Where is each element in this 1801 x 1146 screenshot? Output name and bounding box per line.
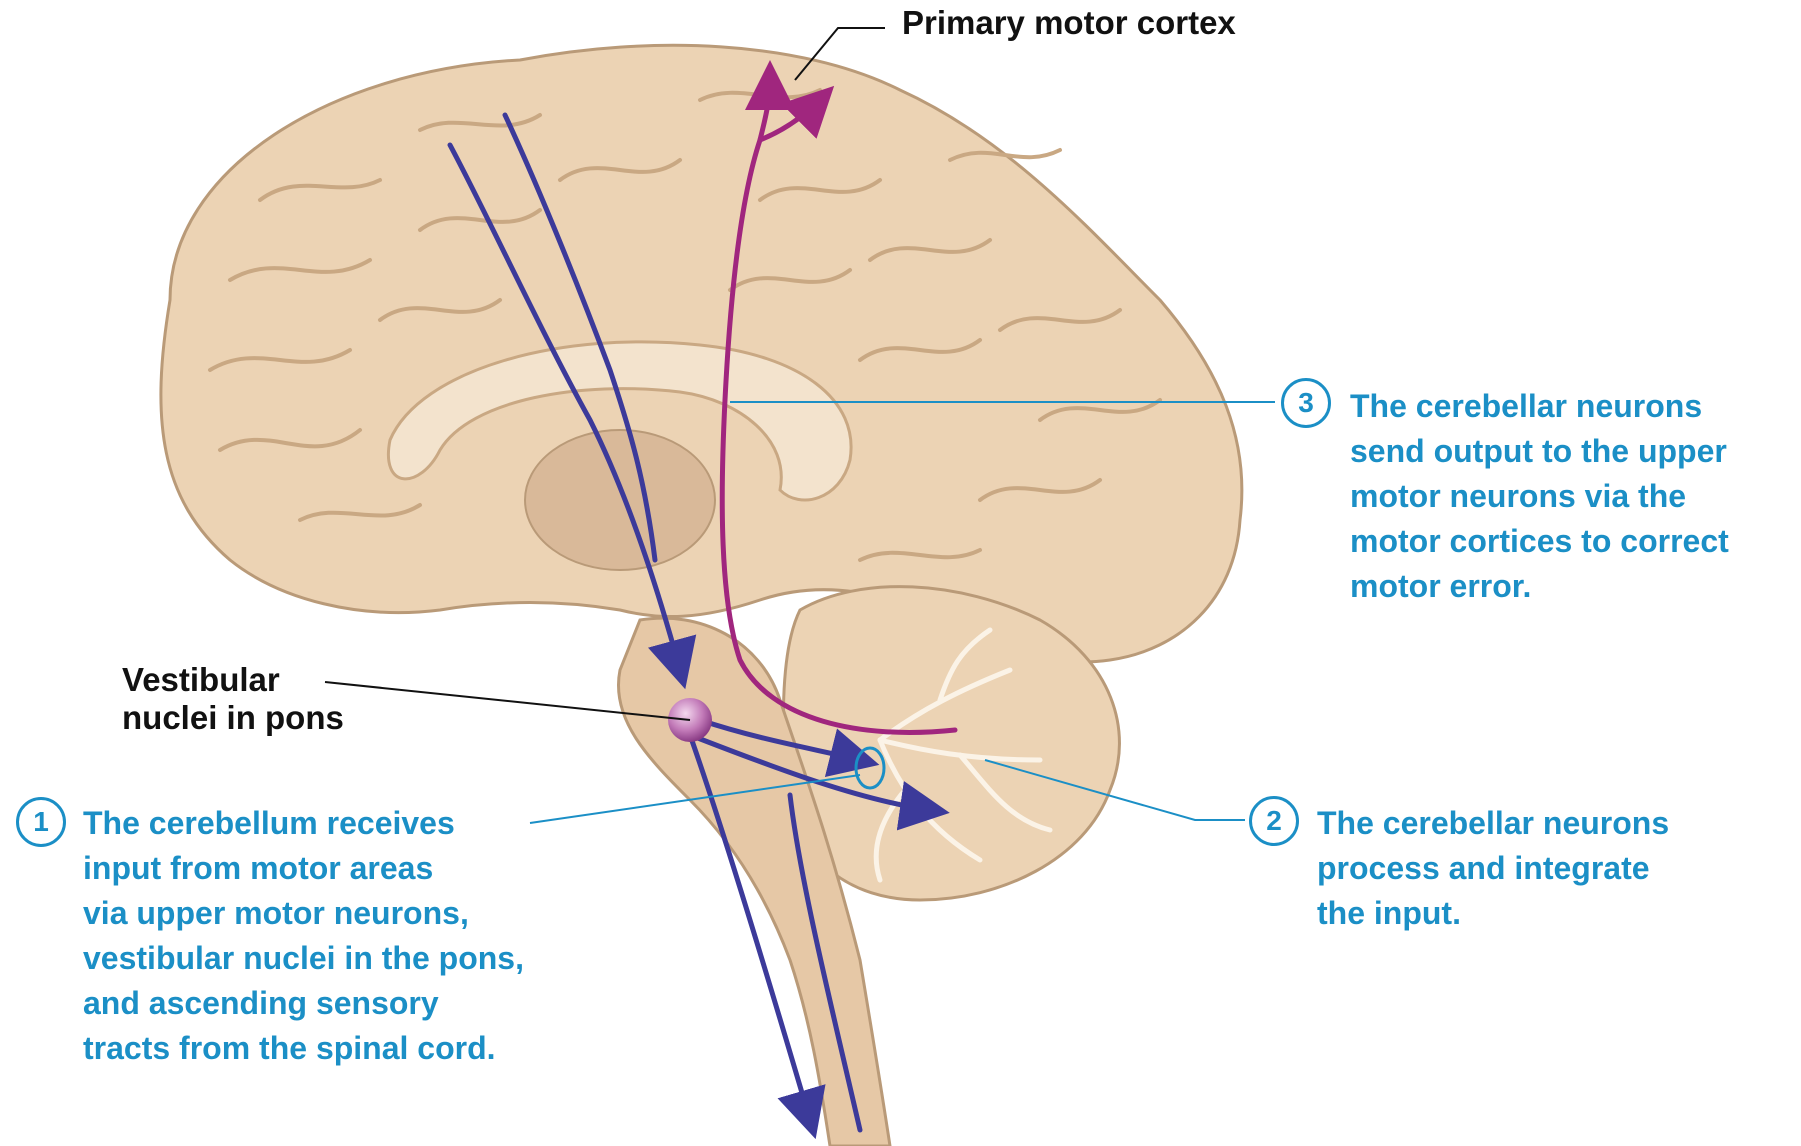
- step-2-number: 2: [1249, 796, 1299, 846]
- step-3-number: 3: [1281, 378, 1331, 428]
- vestibular-nuclei-label: Vestibular nuclei in pons: [122, 661, 344, 737]
- step-3-text: The cerebellar neurons send output to th…: [1350, 384, 1729, 609]
- step-2-text: The cerebellar neurons process and integ…: [1317, 801, 1669, 936]
- step-1-number: 1: [16, 797, 66, 847]
- primary-motor-cortex-label: Primary motor cortex: [902, 4, 1236, 42]
- step-1-text: The cerebellum receives input from motor…: [83, 801, 524, 1071]
- thalamus: [525, 430, 715, 570]
